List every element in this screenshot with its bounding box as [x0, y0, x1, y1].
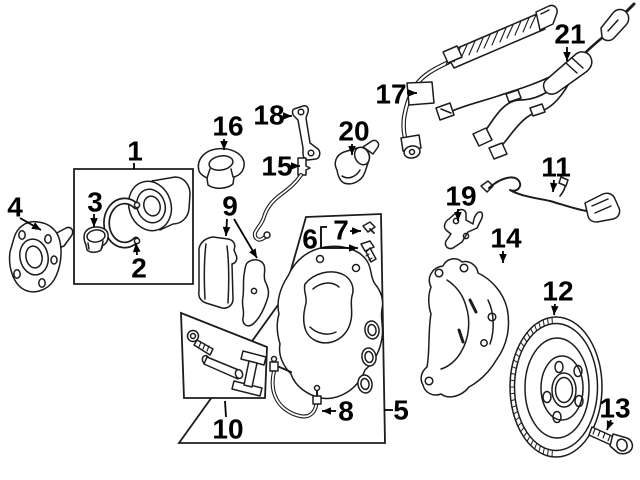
callout-label-9: 9	[222, 191, 238, 222]
callout-9: 9	[222, 191, 258, 259]
part-brake-rotor	[509, 316, 603, 458]
callout-label-8: 8	[338, 396, 354, 427]
callout-14: 14	[490, 223, 522, 263]
part-abs-sensor	[334, 139, 380, 185]
callout-10: 10	[212, 400, 244, 445]
part-wheel-bearing	[127, 176, 191, 232]
callout-label-19: 19	[445, 181, 476, 212]
part-caliper-hose	[269, 355, 322, 419]
part-front-brake-hose	[400, 4, 558, 159]
callout-label-14: 14	[490, 223, 522, 254]
callout-13: 13	[599, 393, 631, 431]
callout-label-13: 13	[599, 393, 630, 424]
callout-label-21: 21	[554, 19, 585, 50]
part-brake-pads	[198, 236, 270, 327]
callout-20: 20	[338, 116, 370, 155]
part-dust-cap	[197, 147, 245, 189]
callout-19: 19	[445, 181, 477, 221]
callout-4: 4	[7, 192, 42, 231]
callout-18: 18	[253, 100, 292, 131]
callout-11: 11	[541, 152, 571, 193]
callout-label-15: 15	[261, 151, 292, 182]
callout-16: 16	[212, 111, 244, 150]
callout-label-5: 5	[393, 395, 409, 426]
callout-17: 17	[375, 79, 417, 110]
callout-label-11: 11	[541, 152, 571, 183]
callout-label-17: 17	[375, 79, 406, 110]
callout-label-20: 20	[338, 116, 369, 147]
callout-label-2: 2	[131, 253, 147, 284]
callout-2: 2	[131, 242, 147, 284]
callout-5: 5	[384, 395, 409, 426]
callout-label-12: 12	[542, 276, 573, 307]
callout-label-4: 4	[7, 192, 23, 223]
callout-label-7: 7	[333, 215, 349, 246]
callout-label-18: 18	[253, 100, 284, 131]
part-sensor-wire	[480, 176, 621, 223]
part-lower-bracket	[443, 208, 484, 250]
part-wheel-hub	[8, 220, 74, 293]
part-snap-ring	[103, 197, 141, 249]
callout-label-16: 16	[212, 111, 243, 142]
part-wear-sensor-harness	[435, 2, 636, 160]
part-bleeder-cap	[362, 221, 376, 234]
callout-6: 6	[302, 224, 358, 255]
callout-12: 12	[542, 276, 574, 316]
part-axle-nut	[83, 226, 109, 253]
callout-label-1: 1	[127, 136, 143, 167]
part-brake-caliper	[276, 245, 384, 400]
part-brake-pipe	[252, 157, 311, 242]
callout-8: 8	[322, 396, 354, 427]
callout-1: 1	[127, 136, 143, 169]
part-upper-bracket	[291, 105, 321, 161]
group-parts	[8, 2, 636, 458]
callout-15: 15	[261, 151, 300, 182]
callout-3: 3	[87, 187, 103, 227]
callout-21: 21	[554, 19, 586, 61]
part-guide-bolt	[360, 240, 377, 263]
part-pad-hardware-kit	[186, 329, 267, 397]
callout-label-10: 10	[212, 414, 243, 445]
callout-7: 7	[333, 215, 361, 246]
callout-label-6: 6	[302, 224, 318, 255]
part-splash-shield	[420, 258, 510, 398]
callout-label-3: 3	[87, 187, 103, 218]
part-lug-bolt	[588, 426, 634, 455]
